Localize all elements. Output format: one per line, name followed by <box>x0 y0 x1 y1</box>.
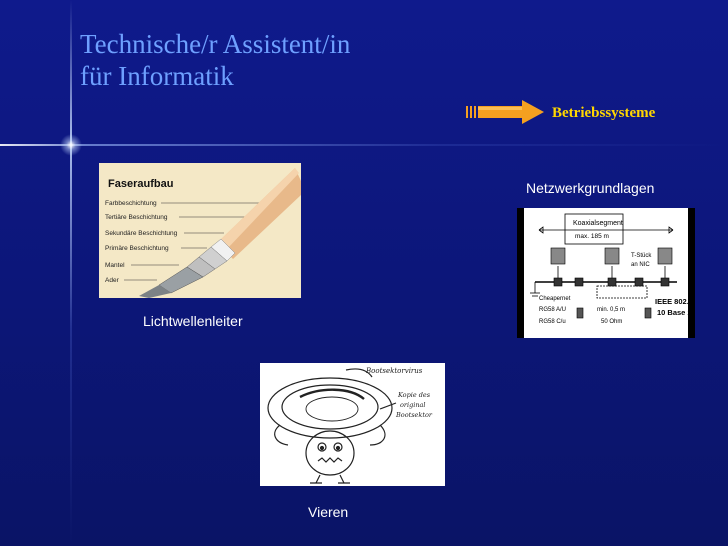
label-ieee: IEEE 802.3 <box>655 297 693 306</box>
label-tstueck: T-Stück <box>631 253 652 259</box>
fiber-layer-label: Ader <box>105 277 120 284</box>
label-cheapernet: Cheapernet <box>539 296 571 302</box>
decorative-horizontal-line <box>0 144 728 146</box>
label-max: max. 185 m <box>575 233 609 240</box>
fiber-layer-label: Sekundäre Beschichtung <box>105 230 178 237</box>
label-base: 10 Base 2 <box>657 308 692 317</box>
caption-lichtwellenleiter: Lichtwellenleiter <box>143 313 243 329</box>
virus-sketch: Bootsektorvirus Kopie des original Boots… <box>267 367 433 484</box>
caption-vieren: Vieren <box>308 504 349 520</box>
fiber-heading: Faseraufbau <box>108 178 173 190</box>
link-betriebssysteme[interactable]: Betriebssysteme <box>552 105 656 121</box>
fiber-layer-label: Primäre Beschichtung <box>105 245 169 252</box>
page-title: Technische/r Assistent/in für Informatik <box>80 28 350 92</box>
label-rg58au: RG58 A/U <box>539 307 566 313</box>
network-diagram: Koaxialsegment max. 185 m T-Stück an NIC… <box>517 208 695 338</box>
decorative-sparkle <box>60 134 82 156</box>
decorative-vertical-line <box>70 0 72 546</box>
label-segment: Koaxialsegment <box>573 220 623 227</box>
title-line-2: für Informatik <box>80 61 234 91</box>
label-an-nic: an NIC <box>631 262 650 268</box>
title-line-1: Technische/r Assistent/in <box>80 29 351 59</box>
fiber-optic-diagram: Faseraufbau Farbbeschichtung Tertiäre Be… <box>105 168 301 298</box>
network-image: Koaxialsegment max. 185 m T-Stück an NIC… <box>517 208 695 338</box>
fiber-layer-label: Tertiäre Beschichtung <box>105 214 168 221</box>
fiber-layer-label: Mantel <box>105 262 125 269</box>
sketch-note-bootsektor: Bootsektor <box>395 411 433 419</box>
label-min: min. 0,5 m <box>597 307 625 313</box>
sketch-note-bootsektorvirus: Bootsektorvirus <box>365 367 423 375</box>
label-ohm: 50 Ohm <box>601 319 622 325</box>
sketch-note-original: original <box>400 401 425 409</box>
caption-netzwerkgrundlagen: Netzwerkgrundlagen <box>526 180 655 196</box>
arrow-right-icon[interactable] <box>466 100 546 124</box>
fiber-layer-label: Farbbeschichtung <box>105 200 157 207</box>
sketch-note-kopie: Kopie des <box>397 391 431 399</box>
fiber-optic-image: Faseraufbau Farbbeschichtung Tertiäre Be… <box>99 163 301 298</box>
virus-sketch-image: Bootsektorvirus Kopie des original Boots… <box>260 363 445 486</box>
label-rg58cu: RG58 C/u <box>539 319 566 325</box>
